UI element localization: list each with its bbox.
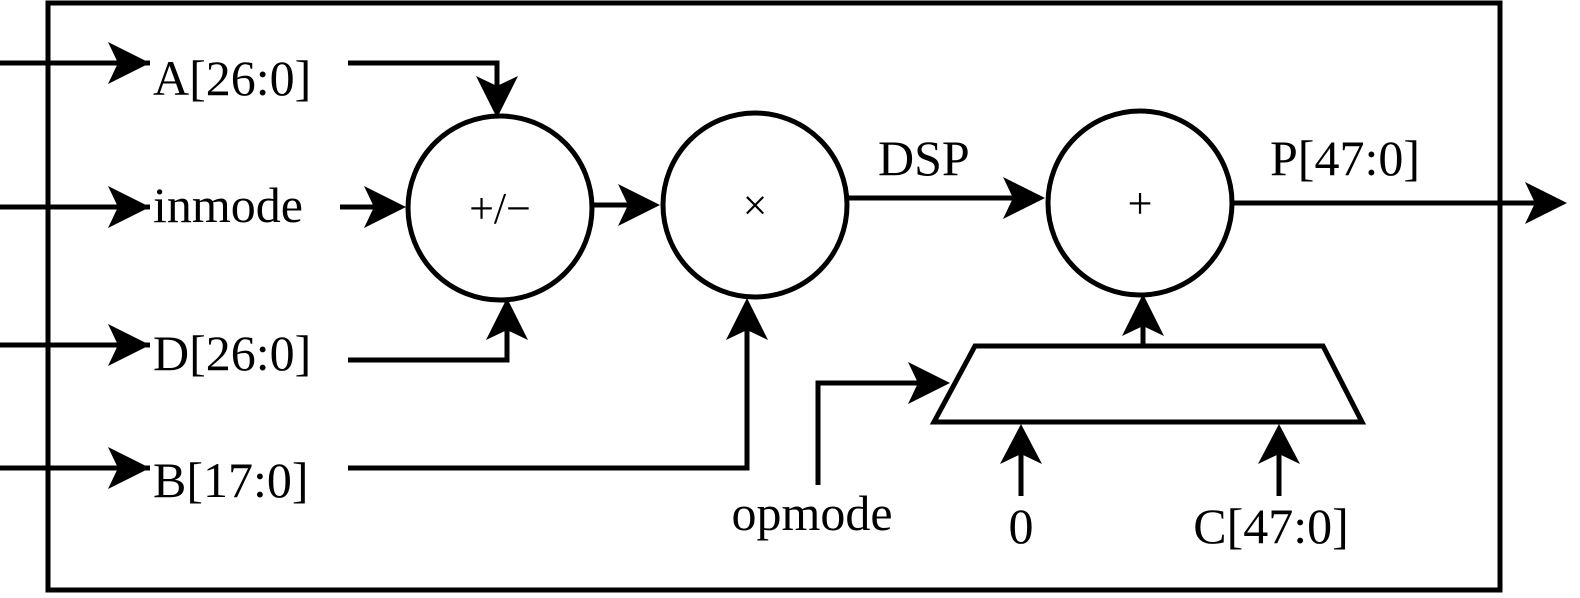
p-output-label: P[47:0] <box>1270 130 1420 186</box>
preadder-operator: +/− <box>469 184 531 233</box>
opmode-label: opmode <box>731 485 892 541</box>
b-input-arrowhead <box>108 447 150 489</box>
multiplier-operator: × <box>743 181 768 230</box>
mux-to-adder-arrowhead <box>1122 294 1164 336</box>
b-input-label: B[17:0] <box>153 452 309 508</box>
d-input-arrowhead <box>108 324 150 366</box>
preadder-to-multiplier-arrowhead <box>618 184 660 226</box>
opmode-to-mux-wire <box>815 380 930 485</box>
inmode-input-arrowhead <box>108 186 150 228</box>
c-to-mux-arrowhead <box>1258 424 1300 464</box>
multiplier-circle <box>660 110 850 300</box>
c-input-label: C[47:0] <box>1193 498 1349 554</box>
zero-input-label: 0 <box>1009 498 1034 554</box>
inmode-to-preadder-arrowhead <box>364 186 406 228</box>
a-input-arrowhead <box>108 42 150 84</box>
opmode-mux <box>929 343 1367 425</box>
opmode-to-mux-arrowhead <box>908 362 950 404</box>
p-output-arrowhead <box>1525 182 1567 224</box>
a-input-label: A[26:0] <box>153 50 311 106</box>
zero-to-mux-arrowhead <box>1000 424 1042 464</box>
dsp-signal-label: DSP <box>878 130 970 186</box>
a-to-preadder-wire <box>348 60 500 90</box>
a-to-preadder-arrowhead <box>476 76 518 118</box>
d-to-preadder-arrowhead <box>486 298 528 340</box>
adder-operator: + <box>1128 179 1153 228</box>
b-to-multiplier-arrowhead <box>726 298 768 340</box>
inmode-label: inmode <box>153 177 303 233</box>
dsp-block-border <box>45 0 1503 593</box>
d-to-preadder-wire <box>348 330 510 363</box>
preadder-circle <box>405 113 595 303</box>
multiplier-to-adder-arrowhead <box>1003 177 1045 219</box>
b-to-multiplier-wire <box>348 322 750 471</box>
d-input-label: D[26:0] <box>153 325 311 381</box>
